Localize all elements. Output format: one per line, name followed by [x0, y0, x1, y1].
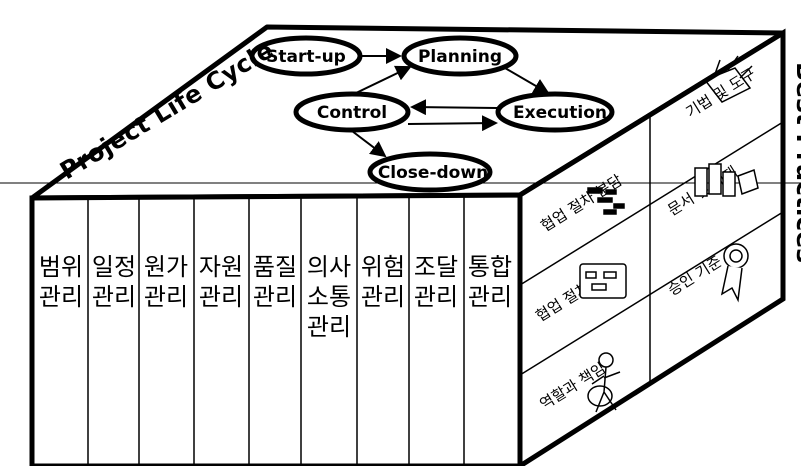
arrow-control-closedown — [351, 130, 387, 158]
best-practices-title: Best Practices — [791, 62, 801, 264]
front-column-quality: 품질관리 — [252, 253, 298, 311]
right-face — [517, 28, 786, 466]
front-column-schedule: 일정관리 — [91, 253, 137, 311]
ribbon-badge-icon — [720, 243, 749, 303]
process-arrows — [351, 48, 550, 158]
arrow-planning-execution — [504, 67, 550, 95]
front-column-cost: 원가관리 — [143, 253, 189, 311]
tools-icon — [703, 55, 753, 103]
node-closedown-label: Close-down — [378, 163, 488, 183]
diagram-card-icon — [579, 263, 627, 299]
node-startup: Start-up — [249, 35, 363, 77]
front-column-integration: 통합관리 — [467, 253, 513, 311]
front-column-communication: 의사소통관리 — [306, 253, 352, 341]
front-column-procurement: 조달관리 — [413, 253, 459, 311]
front-column-dividers — [87, 197, 465, 466]
front-face — [29, 192, 523, 466]
right-face-dividers — [519, 115, 784, 382]
books-icon — [694, 163, 759, 197]
front-column-scope: 범위관리 — [38, 253, 84, 311]
arrow-control-planning — [355, 65, 412, 94]
worker-icon — [587, 352, 621, 413]
front-column-risk: 위험관리 — [360, 253, 406, 311]
node-control-label: Control — [317, 103, 387, 123]
node-planning-label: Planning — [418, 47, 502, 67]
node-execution-label: Execution — [513, 103, 607, 123]
node-execution: Execution — [495, 91, 615, 133]
arrow-control-execution — [407, 115, 498, 132]
node-closedown: Close-down — [367, 151, 493, 193]
arrow-execution-control — [410, 99, 498, 116]
flowchart-icon — [587, 187, 625, 215]
node-control: Control — [293, 91, 411, 133]
node-startup-label: Start-up — [266, 47, 346, 67]
front-column-resource: 자원관리 — [198, 253, 244, 311]
node-planning: Planning — [401, 35, 519, 77]
